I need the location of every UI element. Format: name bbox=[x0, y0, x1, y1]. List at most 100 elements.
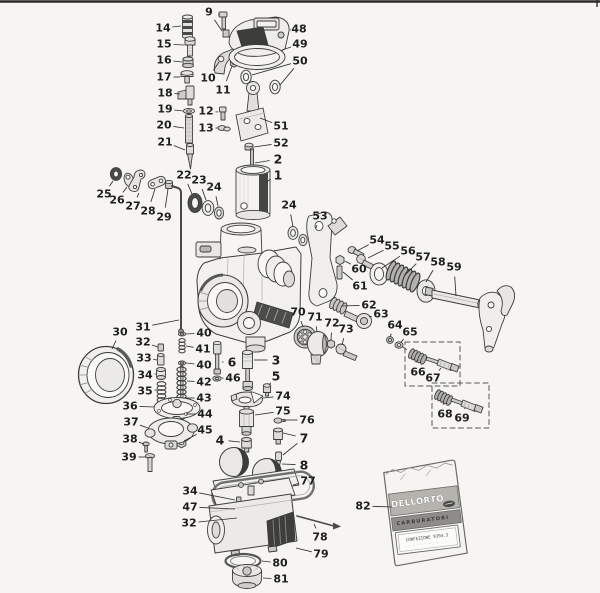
leader-line-73-43 bbox=[341, 338, 345, 346]
carburetor-body bbox=[195, 222, 308, 353]
part-24-ring-a bbox=[213, 206, 225, 220]
adjuster-screw-kits bbox=[404, 341, 490, 429]
part-19-washer bbox=[183, 107, 195, 115]
part-label-71-41: 71 bbox=[307, 311, 322, 324]
leader-line-1-19 bbox=[265, 178, 271, 183]
part-49-cover-gasket bbox=[228, 44, 286, 70]
part-label-60-36: 60 bbox=[351, 263, 367, 276]
leader-line-19-5 bbox=[174, 109, 184, 112]
part-label-57-33: 57 bbox=[415, 251, 430, 264]
part-65-clip bbox=[394, 341, 407, 350]
part-label-38-58: 38 bbox=[122, 433, 137, 446]
part-72-nut bbox=[326, 339, 336, 349]
leader-line-80-83 bbox=[261, 560, 271, 563]
leader-line-47-79 bbox=[199, 506, 236, 510]
part-39-screw bbox=[144, 453, 156, 472]
part-24-ring-b bbox=[287, 226, 308, 246]
part-64-washer bbox=[386, 336, 394, 344]
upper-left-parts-column bbox=[177, 14, 196, 170]
part-6-needle-valve bbox=[213, 340, 222, 375]
leader-line-7-74 bbox=[282, 432, 296, 437]
part-60-nut bbox=[335, 254, 345, 266]
part-22-seal-ring bbox=[187, 193, 203, 213]
leader-line-78-81 bbox=[313, 523, 317, 529]
leader-line-29-27 bbox=[164, 188, 169, 208]
part-label-24-22: 24 bbox=[206, 181, 222, 194]
part-51-rocker-arm bbox=[235, 81, 269, 142]
throttle-lever-assembly bbox=[306, 211, 516, 353]
leader-line-65-45 bbox=[400, 338, 404, 343]
part-label-41-61: 41 bbox=[195, 343, 210, 356]
part-label-15-1: 15 bbox=[156, 38, 171, 51]
leader-line-75-72 bbox=[254, 411, 274, 416]
part-40-washer-b bbox=[177, 360, 187, 366]
part-42-spring bbox=[176, 366, 187, 400]
part-75-jet-holder bbox=[239, 406, 254, 436]
part-label-61-37: 61 bbox=[352, 280, 367, 293]
part-label-46-67: 46 bbox=[225, 372, 241, 385]
part-label-17-3: 17 bbox=[156, 71, 171, 84]
part-label-73-43: 73 bbox=[338, 323, 353, 336]
slide-assembly bbox=[187, 147, 271, 221]
part-label-59-35: 59 bbox=[446, 261, 461, 274]
leader-line-10-9 bbox=[213, 61, 220, 71]
part-label-6-68: 6 bbox=[228, 355, 237, 370]
part-label-3-69: 3 bbox=[272, 353, 281, 368]
leader-line-50-15 bbox=[251, 63, 292, 76]
part-label-50-15: 50 bbox=[292, 55, 308, 68]
part-18-cable-adjuster bbox=[177, 85, 195, 106]
part-label-48-13: 48 bbox=[291, 23, 306, 36]
leader-line-62-38 bbox=[341, 304, 360, 307]
part-label-37-57: 37 bbox=[123, 416, 138, 429]
part-label-58-34: 58 bbox=[430, 256, 445, 269]
leader-line-32-52 bbox=[151, 344, 159, 348]
part-5-jet bbox=[262, 383, 272, 397]
part-label-68-48: 68 bbox=[437, 408, 452, 421]
leader-line-36-56 bbox=[139, 405, 155, 408]
part-label-79-82: 79 bbox=[313, 548, 328, 561]
part-label-23-21: 23 bbox=[191, 174, 206, 187]
scan-border bbox=[0, 0, 600, 7]
part-50-washers bbox=[240, 69, 281, 95]
part-4-main-jet bbox=[241, 437, 252, 453]
part-37-pump-cover bbox=[144, 417, 198, 450]
part-74-choke-disc bbox=[230, 391, 264, 408]
leader-line-64-44 bbox=[389, 333, 392, 338]
part-label-32-52: 32 bbox=[135, 336, 150, 349]
part-label-28-26: 28 bbox=[140, 205, 155, 218]
part-label-81-84: 81 bbox=[273, 573, 288, 586]
leader-line-30-50 bbox=[111, 340, 117, 350]
part-label-16-2: 16 bbox=[156, 54, 172, 67]
part-label-4-75: 4 bbox=[216, 433, 225, 448]
leader-line-77-77 bbox=[292, 482, 299, 486]
leader-line-40-60 bbox=[185, 333, 195, 335]
leader-line-45-66 bbox=[183, 434, 197, 442]
part-30-intake-ring bbox=[77, 345, 135, 405]
part-label-2-18: 2 bbox=[274, 152, 283, 167]
part-81-filter-cup bbox=[232, 564, 262, 589]
part-label-64-44: 64 bbox=[387, 319, 403, 332]
part-label-70-40: 70 bbox=[290, 306, 306, 319]
part-label-80-83: 80 bbox=[272, 557, 288, 570]
leader-line-16-2 bbox=[173, 60, 183, 63]
pump-assembly bbox=[142, 331, 201, 472]
leader-line-38-58 bbox=[138, 441, 145, 445]
leader-line-23-21 bbox=[201, 188, 207, 201]
leader-line-37-57 bbox=[139, 424, 149, 429]
part-label-8-76: 8 bbox=[300, 458, 309, 473]
packet-brand-band bbox=[388, 485, 461, 517]
part-70-holed-disc bbox=[293, 325, 317, 349]
part-label-1-19: 1 bbox=[274, 168, 283, 183]
part-label-62-38: 62 bbox=[361, 299, 376, 312]
part-9-cover-screws bbox=[218, 11, 230, 38]
leader-line-54-30 bbox=[356, 244, 369, 252]
body-hatched-band bbox=[252, 301, 294, 329]
part-label-24-28: 24 bbox=[281, 199, 297, 212]
part-label-9-8: 9 bbox=[205, 6, 213, 19]
leader-line-24-28 bbox=[290, 214, 294, 228]
part-13-ring-pair bbox=[217, 125, 231, 132]
leader-line-32-80 bbox=[198, 517, 238, 523]
